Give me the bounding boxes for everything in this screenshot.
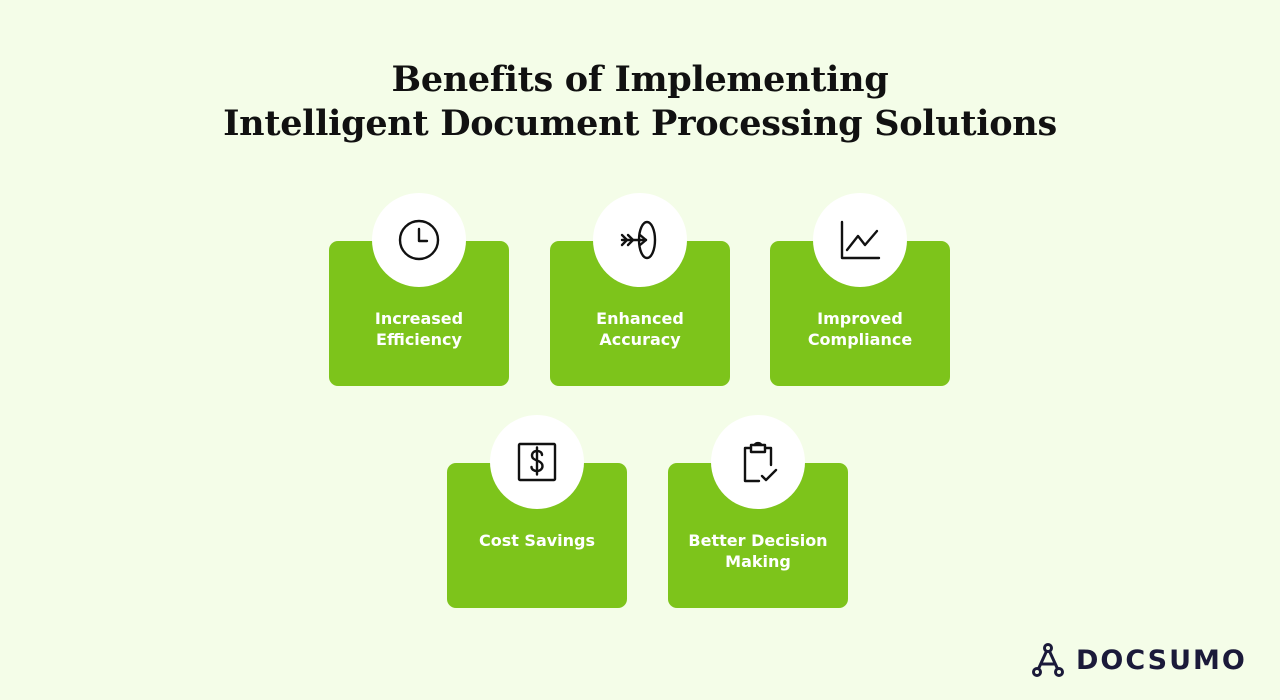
title-line-2: Intelligent Document Processing Solution… xyxy=(223,103,1057,144)
docsumo-logo-icon xyxy=(1032,643,1064,677)
icon-badge xyxy=(490,415,584,509)
docsumo-wordmark: DOCSUMO xyxy=(1076,644,1247,676)
clock-icon xyxy=(398,219,440,261)
clipboard-check-icon xyxy=(743,441,778,483)
page-title: Benefits of Implementing Intelligent Doc… xyxy=(0,58,1280,146)
benefit-label: Increased Efficiency xyxy=(374,309,464,349)
benefit-label: Enhanced Accuracy xyxy=(596,309,684,349)
target-arrow-icon xyxy=(620,220,657,260)
dollar-icon xyxy=(517,442,557,482)
docsumo-logo: DOCSUMO xyxy=(1030,640,1247,680)
icon-badge xyxy=(813,193,907,287)
line-chart-icon xyxy=(840,220,881,260)
icon-badge xyxy=(372,193,466,287)
benefit-card-better-decision-making: Better Decision Making xyxy=(668,415,848,608)
benefit-card-improved-compliance: Improved Compliance xyxy=(770,193,950,386)
benefit-label: Improved Compliance xyxy=(807,309,913,349)
title-line-1: Benefits of Implementing xyxy=(391,59,889,100)
benefit-card-enhanced-accuracy: Enhanced Accuracy xyxy=(550,193,730,386)
benefit-label: Better Decision Making xyxy=(688,531,828,571)
icon-badge xyxy=(593,193,687,287)
benefit-label: Cost Savings xyxy=(478,531,596,550)
benefit-card-increased-efficiency: Increased Efficiency xyxy=(329,193,509,386)
benefit-card-cost-savings: Cost Savings xyxy=(447,415,627,608)
icon-badge xyxy=(711,415,805,509)
